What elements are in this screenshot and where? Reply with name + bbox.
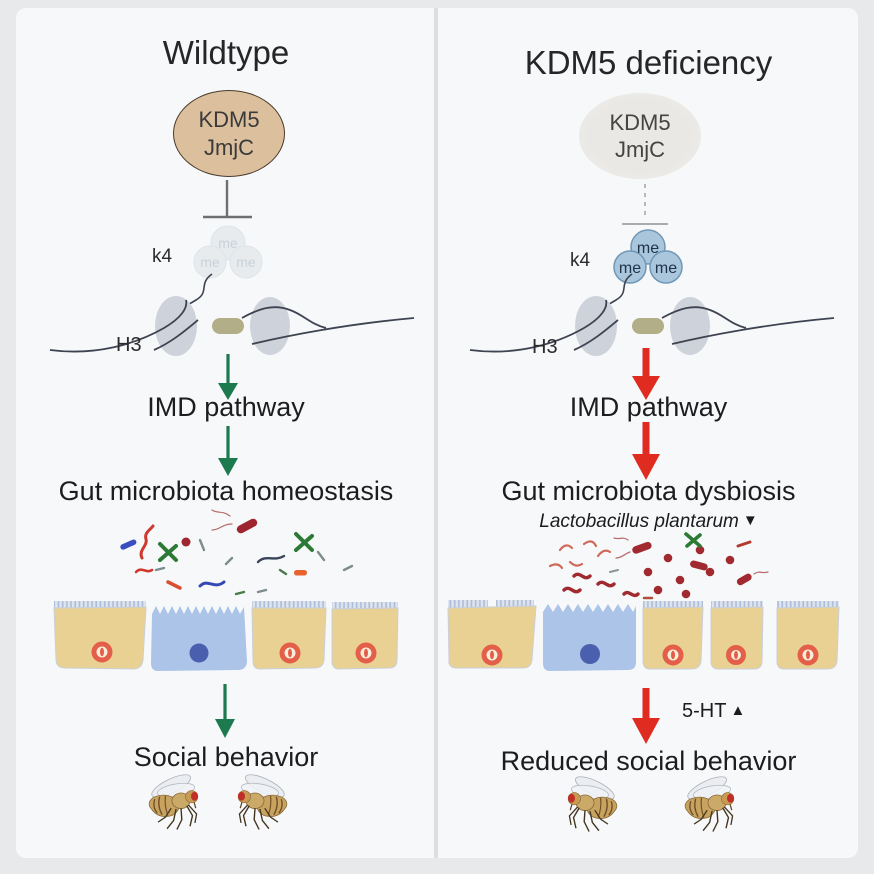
kdm5-deficiency-arrow-to-imd <box>632 348 660 400</box>
down-triangle-icon: ▼ <box>742 512 758 529</box>
kdm5-deficiency-me-1: me <box>637 240 659 257</box>
lactobacillus-name: Lactobacillus plantarum <box>539 511 739 532</box>
wildtype-inhibition-tbar <box>203 180 252 219</box>
wildtype-imd-pathway-label: IMD pathway <box>147 392 305 422</box>
kdm5-deficiency-methyl-marks-active: me me me <box>613 229 683 284</box>
kdm5-deficiency-h3-label: H3 <box>532 336 558 358</box>
kdm5-deficiency-title: KDM5 deficiency <box>524 44 773 81</box>
wildtype-me-2: me <box>200 254 220 270</box>
fly-facing-left <box>567 771 618 833</box>
wildtype-social-behavior-label: Social behavior <box>133 742 319 772</box>
wildtype-flies-facing-each-other <box>148 769 288 831</box>
fly-facing-left <box>237 769 288 831</box>
kdm5-deficiency-enzyme-line1: KDM5 <box>609 109 671 135</box>
panel-divider <box>434 8 438 858</box>
wildtype-gut-homeostasis-label: Gut microbiota homeostasis <box>58 476 394 506</box>
wildtype-enzyme-line1: KDM5 <box>198 107 260 132</box>
wildtype-arrow-to-behavior <box>215 684 235 738</box>
enterocyte-nuclei <box>481 644 819 666</box>
serotonin-annotation: 5-HT▲ <box>682 700 745 723</box>
wildtype-title: Wildtype <box>162 34 290 71</box>
wildtype-enzyme-line2: JmjC <box>203 134 255 160</box>
kdm5-deficiency-k4-label: k4 <box>570 250 591 271</box>
kdm5-deficiency-enzyme-line2: JmjC <box>614 137 666 162</box>
kdm5-deficiency-flies-facing-apart <box>567 771 735 833</box>
enterocyte-nuclei <box>91 641 377 664</box>
kdm5-deficiency-inhibition-tbar-dashed <box>622 184 668 225</box>
kdm5-deficiency-gut-dysbiosis-label: Gut microbiota dysbiosis <box>501 476 796 506</box>
wildtype-kdm5-enzyme-oval: KDM5 JmjC <box>173 90 285 177</box>
kdm5-deficiency-microbiota-dysbiotic <box>548 532 769 600</box>
kdm5-deficiency-gut-epithelium-damaged <box>447 600 840 671</box>
wildtype-k4-label: k4 <box>152 246 173 267</box>
serotonin-label: 5-HT <box>682 700 727 722</box>
wildtype-gut-epithelium <box>53 601 399 671</box>
up-triangle-icon: ▲ <box>730 702 746 719</box>
kdm5-deficiency-arrow-to-microbiota <box>632 422 660 480</box>
kdm5-deficiency-outcome-label: Reduced social behavior <box>500 746 797 776</box>
fly-facing-right <box>148 769 199 831</box>
kdm5-deficiency-enzyme-oval: KDM5 JmjC <box>579 93 701 179</box>
kdm5-deficiency-imd-pathway-label: IMD pathway <box>569 392 728 422</box>
wildtype-h3-label: H3 <box>116 334 142 356</box>
wildtype-arrow-to-imd <box>218 354 238 400</box>
kdm5-deficiency-me-2: me <box>619 260 641 277</box>
wildtype-nucleosome <box>49 273 415 356</box>
wildtype-microbiota-diverse <box>120 509 354 596</box>
lactobacillus-annotation: Lactobacillus plantarum▼ <box>439 511 858 533</box>
kdm5-deficiency-arrow-to-behavior <box>632 688 660 744</box>
fly-facing-right <box>684 771 735 833</box>
wildtype-methyl-marks-faded: me me me <box>193 225 263 279</box>
wildtype-arrow-to-microbiota <box>218 426 238 476</box>
kdm5-deficiency-me-3: me <box>655 260 677 277</box>
wildtype-me-1: me <box>218 235 238 251</box>
kdm5-deficiency-nucleosome <box>469 273 835 356</box>
wildtype-me-3: me <box>236 254 256 270</box>
